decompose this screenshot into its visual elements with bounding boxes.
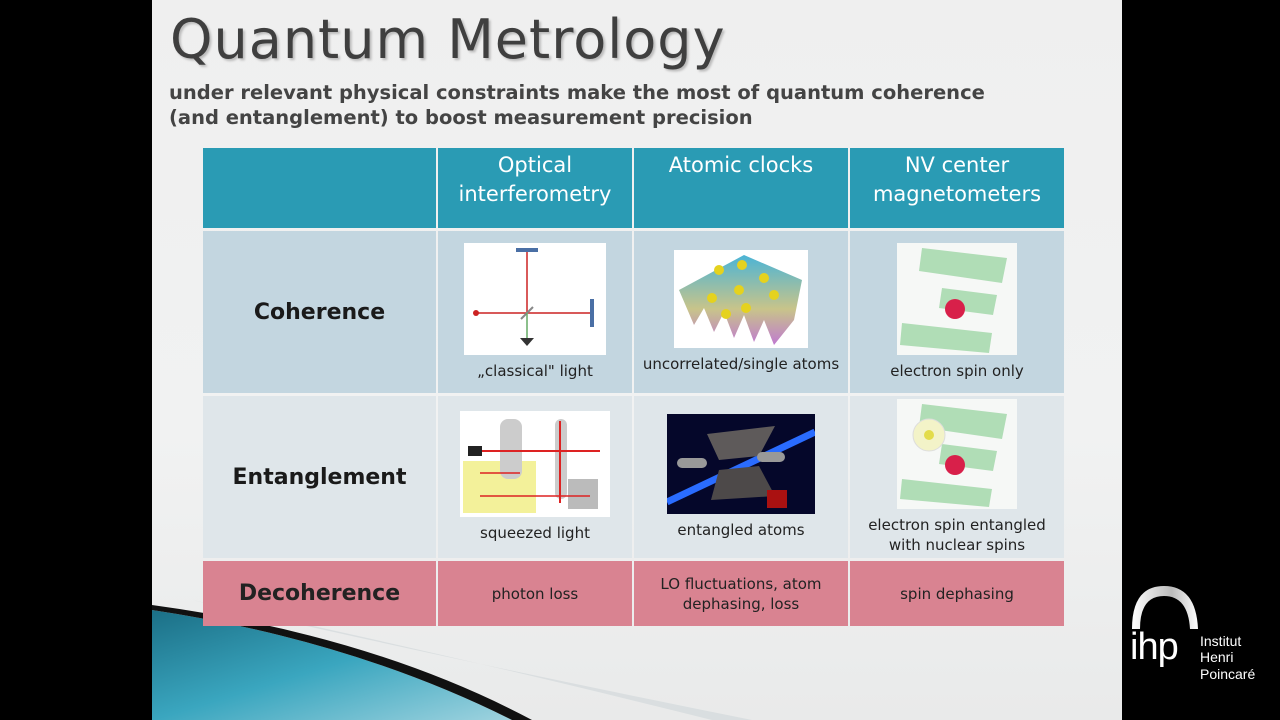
table-row-entanglement: Entanglement squeezed light — [203, 396, 1064, 558]
table-row-coherence: Coherence „classical" light — [203, 231, 1064, 393]
table-row-decoherence: Decoherence photon loss LO fluctuations,… — [203, 561, 1064, 626]
slide-title: Quantum Metrology — [170, 8, 726, 71]
squeezed-light-setup-diagram — [460, 411, 610, 517]
header-nv: NV center magnetometers — [850, 148, 1064, 228]
table-header-row: Optical interferometry Atomic clocks NV … — [203, 148, 1064, 228]
slide: Quantum Metrology under relevant physica… — [152, 0, 1122, 720]
cell: photon loss — [438, 561, 632, 626]
header-optical: Optical interferometry — [438, 148, 632, 228]
cell: squeezed light — [438, 396, 632, 558]
header-empty — [203, 148, 436, 228]
atom-cavity-image — [667, 414, 815, 514]
cell-caption: squeezed light — [480, 524, 590, 542]
cell: „classical" light — [438, 231, 632, 393]
cell: uncorrelated/single atoms — [634, 231, 848, 393]
row-label: Coherence — [203, 231, 436, 393]
cell: spin dephasing — [850, 561, 1064, 626]
cell: entangled atoms — [634, 396, 848, 558]
row-label: Decoherence — [203, 561, 436, 626]
ihp-arch-logo-icon: ihp Institut Henri Poincaré — [1130, 586, 1255, 682]
interferometer-diagram — [464, 243, 606, 355]
nv-center-spin-image — [897, 243, 1017, 355]
cell-caption: electron spin entangled with nuclear spi… — [868, 516, 1046, 554]
cell: electron spin only — [850, 231, 1064, 393]
header-atomic: Atomic clocks — [634, 148, 848, 228]
cell-caption: entangled atoms — [677, 521, 805, 539]
ihp-logo: ihp Institut Henri Poincaré — [1126, 584, 1276, 694]
cell: electron spin entangled with nuclear spi… — [850, 396, 1064, 558]
slide-subtitle: under relevant physical constraints make… — [169, 81, 985, 129]
cell-caption: electron spin only — [890, 362, 1024, 380]
svg-text:ihp: ihp — [1130, 626, 1178, 668]
comparison-table: Optical interferometry Atomic clocks NV … — [201, 145, 1066, 629]
svg-text:Henri: Henri — [1200, 649, 1233, 665]
row-label: Entanglement — [203, 396, 436, 558]
svg-text:Institut: Institut — [1200, 633, 1241, 649]
cell: LO fluctuations, atom dephasing, loss — [634, 561, 848, 626]
nv-center-nuclear-spin-image — [897, 399, 1017, 509]
cell-caption: „classical" light — [477, 362, 593, 380]
optical-lattice-image — [674, 250, 808, 348]
cell-caption: uncorrelated/single atoms — [642, 355, 840, 373]
svg-text:Poincaré: Poincaré — [1200, 666, 1255, 682]
